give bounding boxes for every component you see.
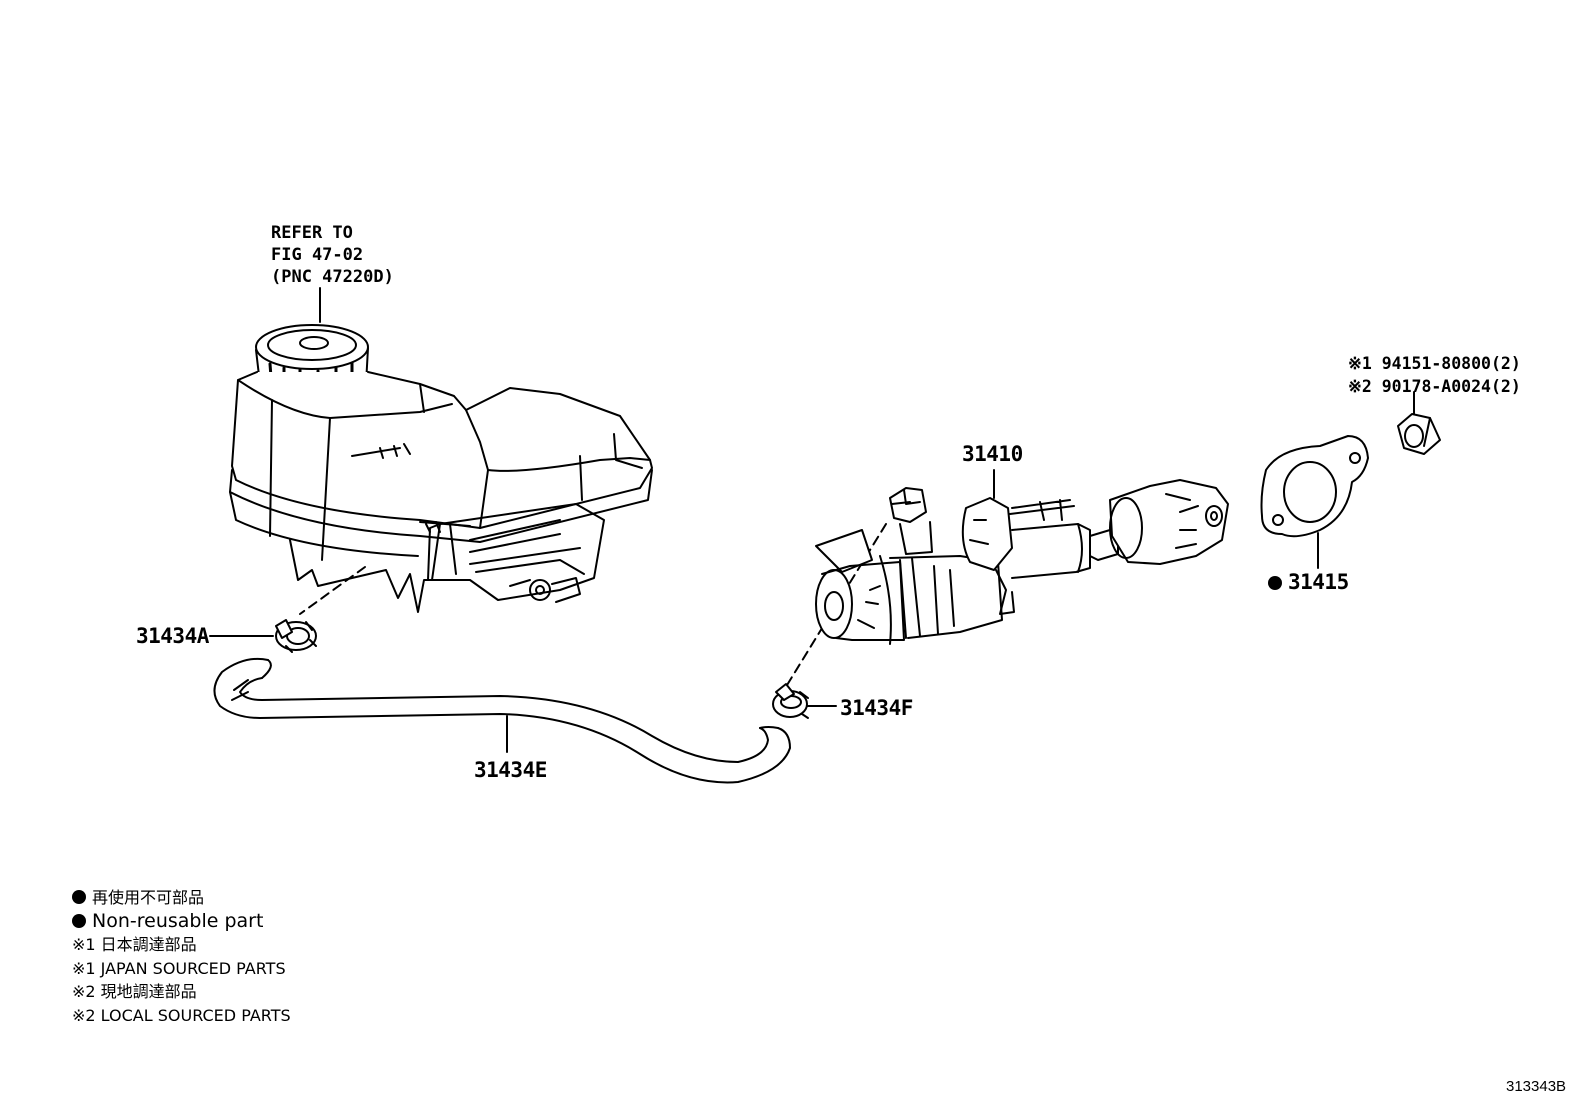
nut-part-line1: ※1 94151-80800(2) (1348, 352, 1521, 375)
dashed-guide-lines (299, 523, 887, 691)
part-label-31410: 31410 (962, 442, 1023, 466)
legend-item1-en: Non-reusable part (72, 910, 291, 934)
hose-clip-31434F (772, 683, 837, 719)
reference-note-line3: (PNC 47220D) (271, 267, 394, 287)
non-reusable-dot-icon (72, 913, 86, 928)
nut-part-code-2: 90178-A0024(2) (1381, 377, 1521, 396)
part-label-31434F: 31434F (840, 696, 913, 720)
legend-item2-en: ※1 JAPAN SOURCED PARTS (72, 958, 286, 978)
nut-part-code-1: 94151-80800(2) (1381, 354, 1521, 373)
part-label-31415: 31415 (1268, 572, 1349, 593)
hose-clip-31434A (209, 619, 317, 653)
nut-part-numbers: ※1 94151-80800(2) ※2 90178-A0024(2) (1348, 352, 1521, 398)
legend-item1-jp-text: 再使用不可部品 (92, 888, 205, 907)
reference-note-line1: REFER TO (271, 223, 353, 243)
legend-item2-jp: ※1 日本調達部品 (72, 935, 197, 954)
nut (1397, 391, 1441, 455)
reservoir-hose-31434E (213, 657, 791, 784)
legend: 再使用不可部品 Non-reusable part ※1 日本調達部品 ※1 J… (72, 886, 291, 1027)
clutch-master-cylinder-31410 (815, 469, 1229, 645)
reference-note: REFER TO FIG 47-02 (PNC 47220D) (271, 222, 394, 288)
legend-item3-jp: ※2 現地調達部品 (72, 982, 197, 1001)
part-label-31434E: 31434E (474, 758, 547, 782)
non-reusable-dot-icon (72, 890, 86, 904)
part-label-31415-text: 31415 (1288, 570, 1349, 594)
gasket-31415 (1260, 435, 1369, 569)
legend-item3-en: ※2 LOCAL SOURCED PARTS (72, 1005, 291, 1025)
reservoir-tank (229, 287, 653, 613)
legend-item1-jp: 再使用不可部品 (72, 886, 291, 910)
nut-part-line2: ※2 90178-A0024(2) (1348, 375, 1521, 398)
reference-note-line2: FIG 47-02 (271, 245, 364, 265)
non-reusable-dot-icon (1268, 576, 1282, 590)
local-sourced-mark: ※2 (1348, 377, 1372, 396)
figure-number: 313343B (1506, 1078, 1567, 1095)
part-label-31434A: 31434A (136, 624, 209, 648)
legend-item1-en-text: Non-reusable part (92, 909, 264, 932)
japan-sourced-mark: ※1 (1348, 354, 1372, 373)
